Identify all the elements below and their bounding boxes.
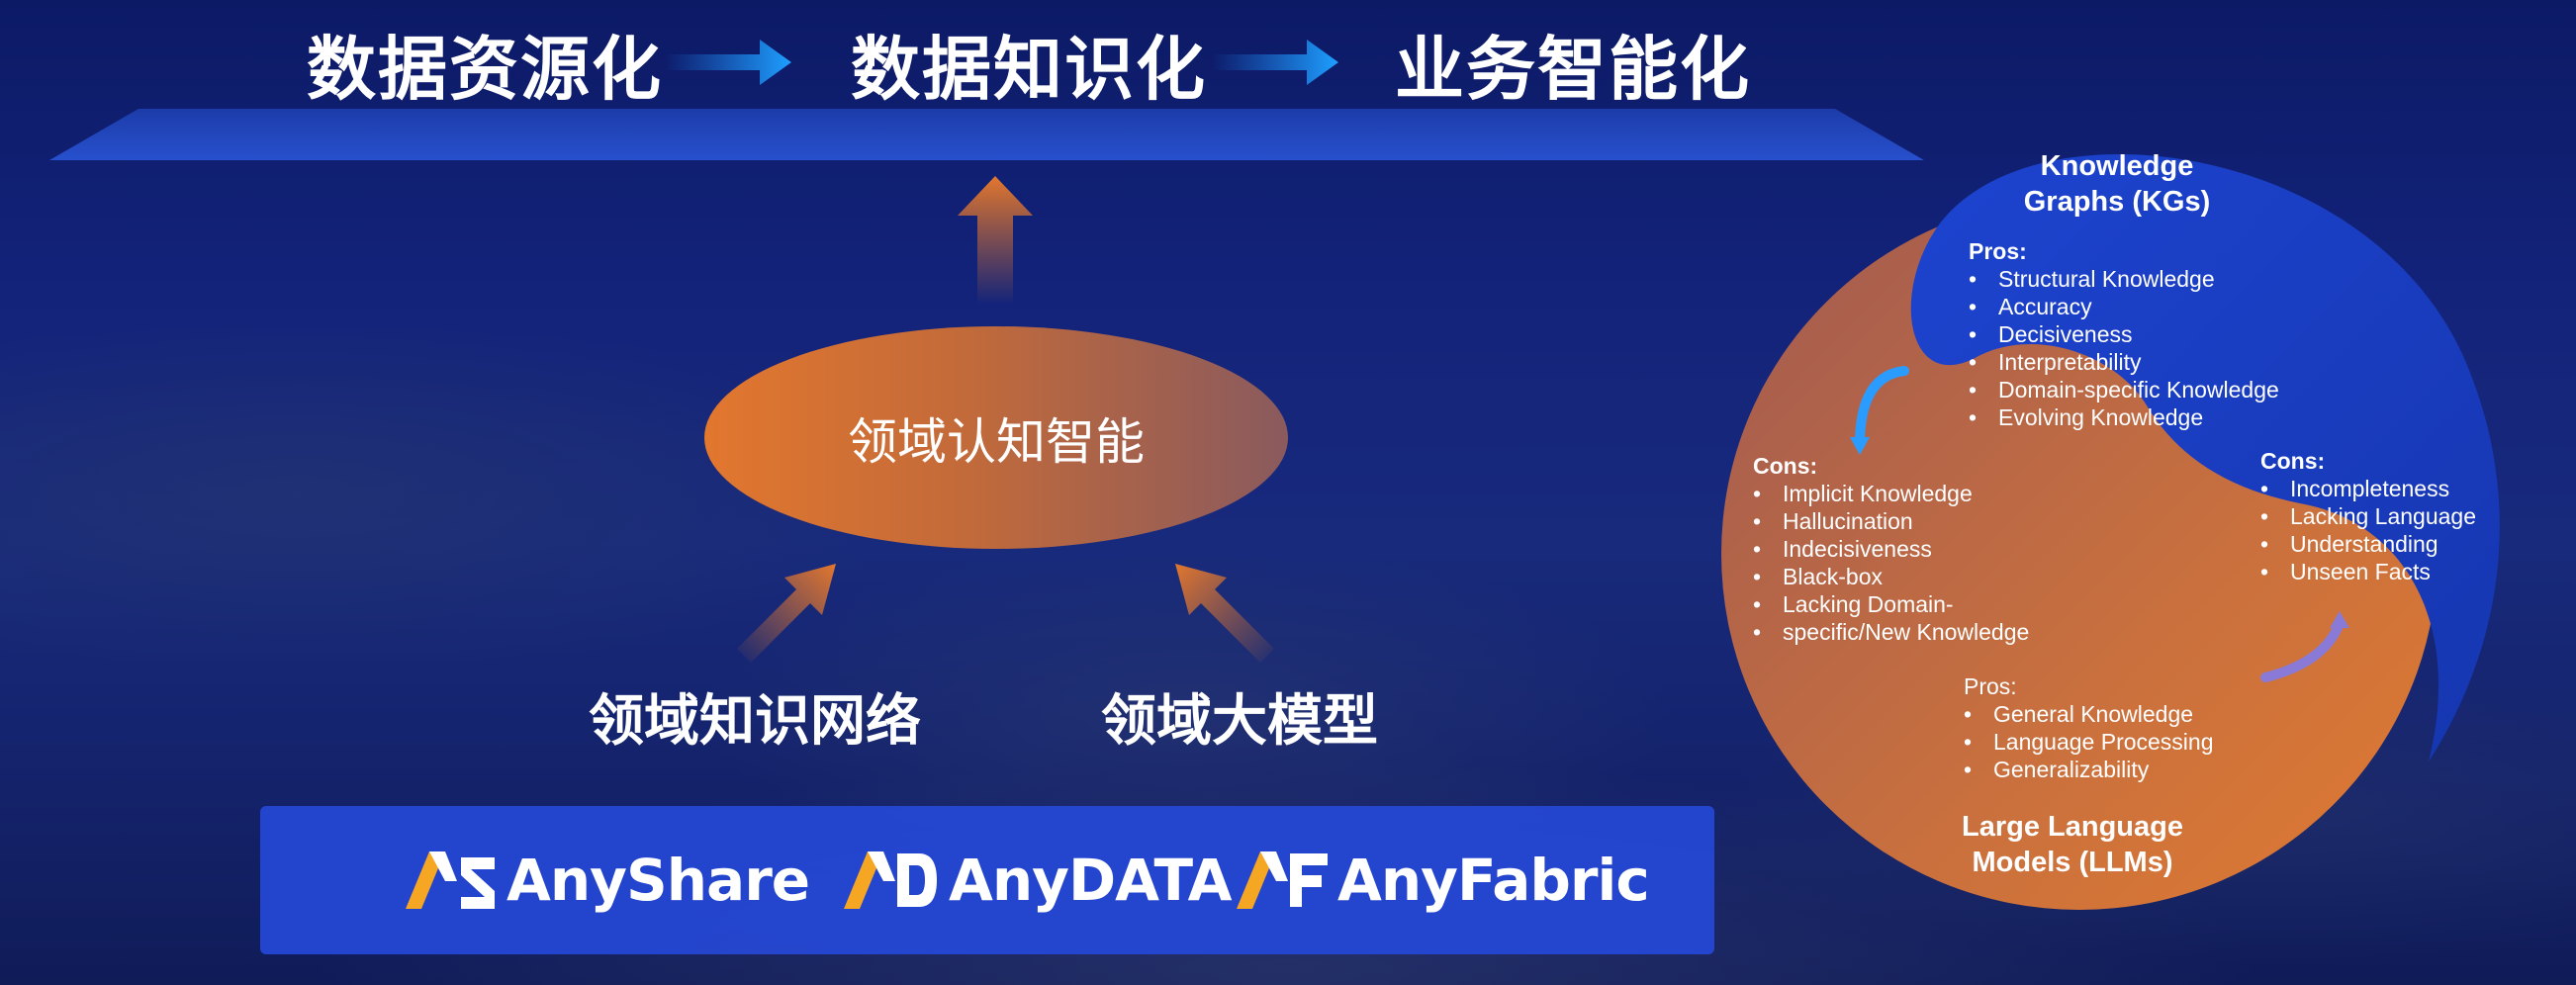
kg-title-line2: Graphs (KGs) xyxy=(2023,186,2211,218)
llm-pros: Pros: General Knowledge Language Process… xyxy=(1964,672,2214,783)
source-domain-large-model: 领域大模型 xyxy=(1101,689,1378,754)
list-item: Lacking Domain- xyxy=(1753,590,2029,618)
list-item: Unseen Facts xyxy=(2260,558,2476,585)
list-item: Hallucination xyxy=(1753,507,2029,535)
list-item: Language Processing xyxy=(1964,728,2214,756)
product-anyshare: AnyShare xyxy=(406,841,810,920)
list-item: Understanding xyxy=(2260,530,2476,558)
list-item: Incompleteness xyxy=(2260,475,2476,502)
list-item: Structural Knowledge xyxy=(1969,265,2279,293)
curved-arrow-icon xyxy=(1855,366,1909,450)
kg-cons: Cons: Incompleteness Lacking Language Un… xyxy=(2260,447,2476,585)
diagonal-arrow-icon xyxy=(737,564,836,663)
llm-cons-title: Cons: xyxy=(1753,453,1818,479)
top-banner-band xyxy=(49,109,1924,160)
stage-data-knowledge: 数据知识化 xyxy=(851,29,1207,110)
kg-cons-title: Cons: xyxy=(2260,448,2326,474)
right-arrow-icon xyxy=(1212,40,1338,85)
product-name-anyfabric: AnyFabric xyxy=(1337,847,1650,914)
kg-pros: Pros: Structural Knowledge Accuracy Deci… xyxy=(1969,237,2279,431)
core-label: 领域认知智能 xyxy=(848,412,1145,471)
kg-pros-title: Pros: xyxy=(1969,238,2027,264)
kg-title: Knowledge Graphs (KGs) xyxy=(1993,148,2241,220)
source-domain-knowledge-network: 领域知识网络 xyxy=(589,689,921,754)
llm-title-line1: Large Language xyxy=(1962,811,2183,843)
list-item: Domain-specific Knowledge xyxy=(1969,376,2279,403)
product-bar xyxy=(260,806,1714,954)
list-item: Black-box xyxy=(1753,563,2029,590)
arrowhead-icon xyxy=(1850,437,1870,455)
product-name-anydata: AnyDATA xyxy=(949,847,1232,914)
llm-pros-list: General Knowledge Language Processing Ge… xyxy=(1964,700,2214,783)
list-item: specific/New Knowledge xyxy=(1753,618,2029,646)
right-arrow-icon xyxy=(665,40,791,85)
list-item: Interpretability xyxy=(1969,348,2279,376)
anydata-logo-icon xyxy=(844,851,937,909)
list-item: General Knowledge xyxy=(1964,700,2214,728)
llm-title: Large Language Models (LLMs) xyxy=(1934,809,2211,880)
core-domain-cognitive-intelligence: 领域认知智能 xyxy=(704,326,1288,549)
list-item: Lacking Language xyxy=(2260,502,2476,530)
list-item: Decisiveness xyxy=(1969,320,2279,348)
llm-cons: Cons: Implicit Knowledge Hallucination I… xyxy=(1753,452,2029,646)
anyshare-logo-icon xyxy=(406,851,495,909)
list-item: Indecisiveness xyxy=(1753,535,2029,563)
kg-cons-list: Incompleteness Lacking Language Understa… xyxy=(2260,475,2476,585)
list-item: Accuracy xyxy=(1969,293,2279,320)
llm-title-line2: Models (LLMs) xyxy=(1972,847,2173,878)
product-anyfabric: AnyFabric xyxy=(1237,841,1650,920)
product-anydata: AnyDATA xyxy=(844,841,1232,920)
product-name-anyshare: AnyShare xyxy=(506,847,810,914)
stage-data-resource: 数据资源化 xyxy=(307,29,663,110)
llm-cons-list: Implicit Knowledge Hallucination Indecis… xyxy=(1753,480,2029,646)
list-item: Evolving Knowledge xyxy=(1969,403,2279,431)
list-item: Implicit Knowledge xyxy=(1753,480,2029,507)
diagonal-arrow-icon xyxy=(1175,564,1274,663)
anyfabric-logo-icon xyxy=(1237,851,1328,909)
list-item: Generalizability xyxy=(1964,756,2214,783)
up-arrow-icon xyxy=(958,176,1033,305)
kg-title-line1: Knowledge xyxy=(2040,150,2194,182)
llm-pros-title: Pros: xyxy=(1964,673,2017,699)
curved-arrow-icon xyxy=(2260,618,2345,682)
stage-business-intelligence: 业务智能化 xyxy=(1395,29,1751,110)
arrowhead-icon xyxy=(2330,611,2349,628)
kg-pros-list: Structural Knowledge Accuracy Decisivene… xyxy=(1969,265,2279,431)
